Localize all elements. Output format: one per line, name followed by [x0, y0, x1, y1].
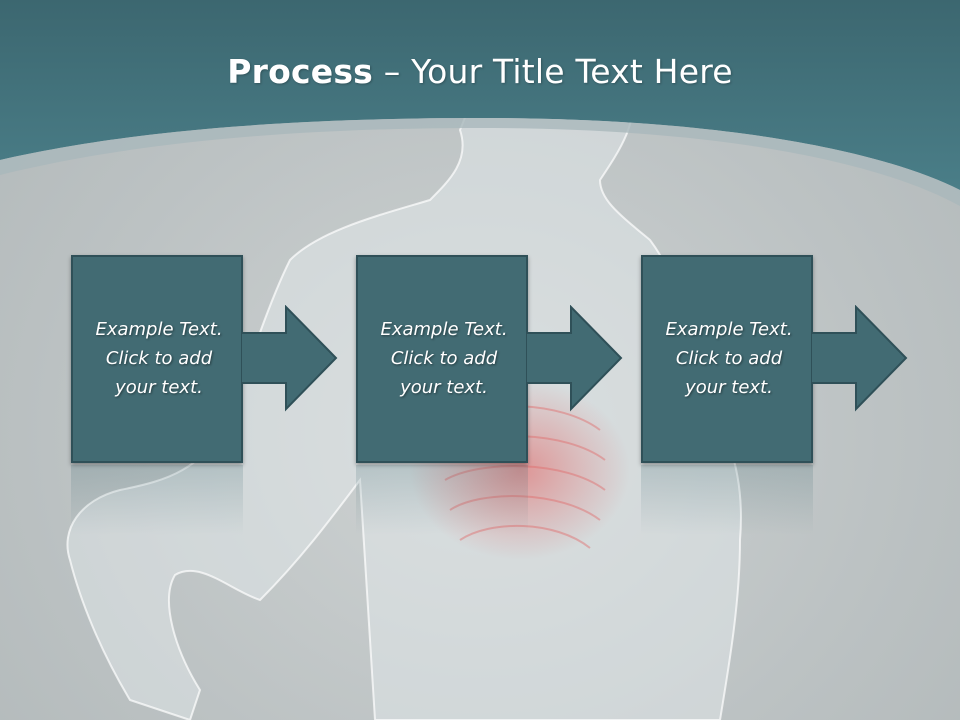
right-arrow-icon	[526, 305, 623, 412]
step-text[interactable]: Example Text. Click to add your text.	[358, 315, 530, 402]
step-text[interactable]: Example Text. Click to add your text.	[643, 315, 815, 402]
right-arrow-icon	[241, 305, 338, 412]
title-bold: Process	[227, 52, 374, 91]
step-text-line: your text.	[400, 377, 488, 398]
step-text-line: Example Text.	[95, 319, 223, 340]
step-text-line: your text.	[685, 377, 773, 398]
step-box[interactable]: Example Text. Click to add your text.	[641, 255, 813, 463]
step-text-line: Example Text.	[380, 319, 508, 340]
step-reflection	[356, 465, 528, 535]
header-swoosh	[0, 118, 960, 206]
step-text-line: Click to add	[105, 348, 213, 369]
step-box[interactable]: Example Text. Click to add your text.	[356, 255, 528, 463]
step-reflection	[71, 465, 243, 535]
right-arrow-icon	[811, 305, 908, 412]
step-reflection	[641, 465, 813, 535]
step-text-line: Example Text.	[665, 319, 793, 340]
step-box[interactable]: Example Text. Click to add your text.	[71, 255, 243, 463]
step-text-line: your text.	[115, 377, 203, 398]
step-text-line: Click to add	[390, 348, 498, 369]
step-text-line: Click to add	[675, 348, 783, 369]
header-band	[0, 0, 960, 190]
process-step-1: Example Text. Click to add your text.	[71, 255, 351, 540]
slide-title[interactable]: Process – Your Title Text Here	[0, 52, 960, 91]
process-step-3: Example Text. Click to add your text.	[641, 255, 921, 540]
process-step-2: Example Text. Click to add your text.	[356, 255, 636, 540]
step-text[interactable]: Example Text. Click to add your text.	[73, 315, 245, 402]
title-rest: – Your Title Text Here	[373, 52, 733, 91]
